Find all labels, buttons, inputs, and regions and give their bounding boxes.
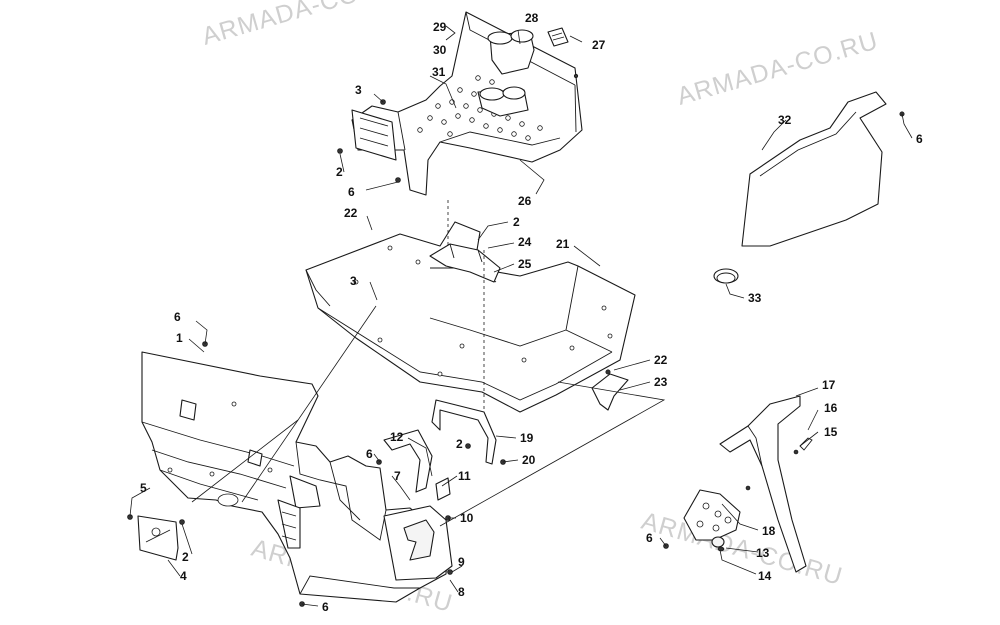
warning-label <box>547 27 569 47</box>
callout: 1 <box>176 331 183 345</box>
callouts: 29 28 27 30 31 3 2 6 26 22 2 24 25 21 3 … <box>140 11 923 614</box>
callout: 3 <box>355 83 362 97</box>
callout: 30 <box>433 43 447 57</box>
callout: 5 <box>140 481 147 495</box>
callout: 22 <box>654 353 668 367</box>
callout: 4 <box>180 569 187 583</box>
floorboard-holes <box>417 75 543 141</box>
callout: 21 <box>556 237 570 251</box>
mount-plate <box>127 514 179 561</box>
watermark: ARMADA-CO.RU <box>674 27 882 111</box>
lower-bracket <box>431 399 506 465</box>
callout: 6 <box>916 132 923 146</box>
callout: 31 <box>432 65 446 79</box>
callout: 19 <box>520 431 534 445</box>
callout: 33 <box>748 291 762 305</box>
callout: 2 <box>456 437 463 451</box>
callout: 26 <box>518 194 532 208</box>
watermark: ARMADA-CO.RU <box>199 0 407 51</box>
splash-shield <box>741 91 905 247</box>
floorboard-upper <box>351 11 583 196</box>
callout: 9 <box>458 555 465 569</box>
callout: 25 <box>518 257 532 271</box>
clip-ring <box>713 268 739 284</box>
callout: 28 <box>525 11 539 25</box>
callout: 12 <box>390 430 404 444</box>
hose-clamp <box>383 429 451 501</box>
watermark: ARMADA-CO.RU <box>638 507 846 591</box>
callout: 6 <box>322 600 329 614</box>
callout: 6 <box>366 447 373 461</box>
callout: 8 <box>458 585 465 599</box>
callout: 6 <box>646 531 653 545</box>
floor-pan <box>305 221 636 413</box>
callout: 22 <box>344 206 358 220</box>
leader-lines <box>129 25 913 607</box>
flap-bracket <box>683 485 751 541</box>
callout: 16 <box>824 401 838 415</box>
callout: 27 <box>592 38 606 52</box>
rear-bracket <box>591 369 629 411</box>
callout: 2 <box>336 165 343 179</box>
callout: 18 <box>762 524 776 538</box>
callout: 17 <box>822 378 836 392</box>
callout: 2 <box>182 550 189 564</box>
callout: 6 <box>348 185 355 199</box>
callout: 15 <box>824 425 838 439</box>
callout: 23 <box>654 375 668 389</box>
flap-fasteners <box>663 437 813 552</box>
callout: 11 <box>458 469 471 483</box>
mud-flap <box>719 395 807 573</box>
callout: 29 <box>433 20 447 34</box>
callout: 13 <box>756 546 770 560</box>
callout: 10 <box>460 511 474 525</box>
callout: 2 <box>513 215 520 229</box>
front-panel <box>141 341 449 607</box>
callout: 7 <box>394 469 401 483</box>
cup-holder-assembly <box>477 29 535 117</box>
callout: 32 <box>778 113 792 127</box>
callout: 14 <box>758 569 772 583</box>
callout: 20 <box>522 453 536 467</box>
callout: 24 <box>518 235 532 249</box>
callout: 3 <box>350 274 357 288</box>
side-guard-plate <box>383 505 453 581</box>
center-bracket <box>429 243 501 283</box>
assembly-lines <box>191 200 666 527</box>
callout: 6 <box>174 310 181 324</box>
